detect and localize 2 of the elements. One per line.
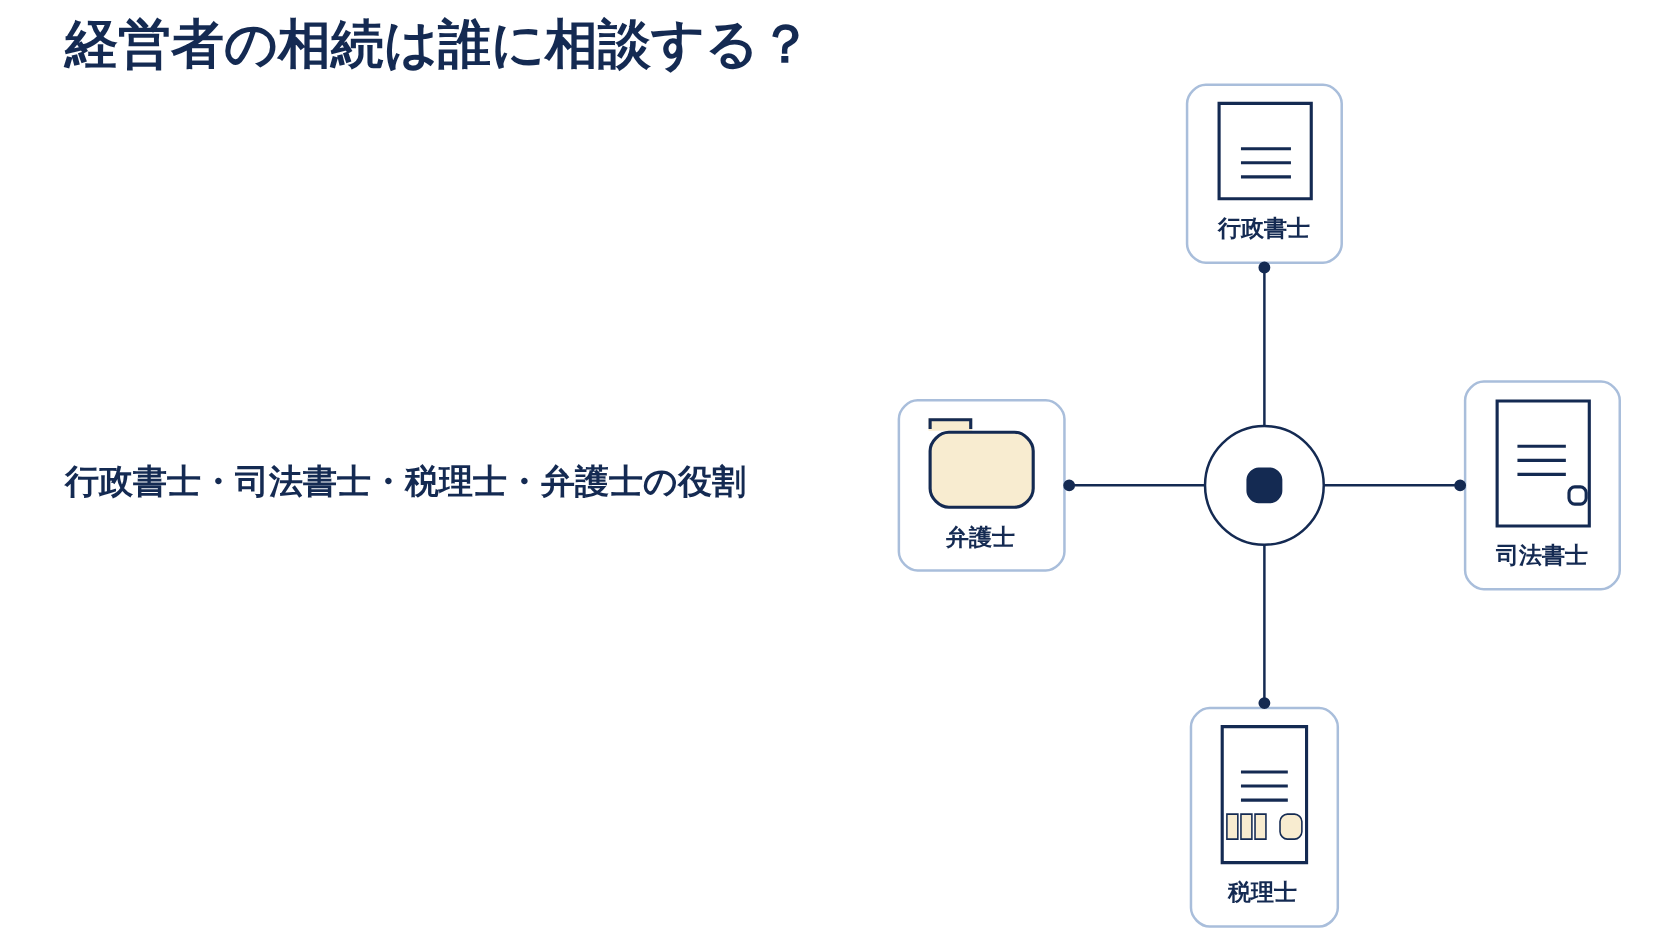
label: 行政書士・司法書士・税理士・弁護士の役割 (64, 460, 746, 501)
diagram-title: 経営者の相続は誰に相談する？ (64, 12, 812, 75)
